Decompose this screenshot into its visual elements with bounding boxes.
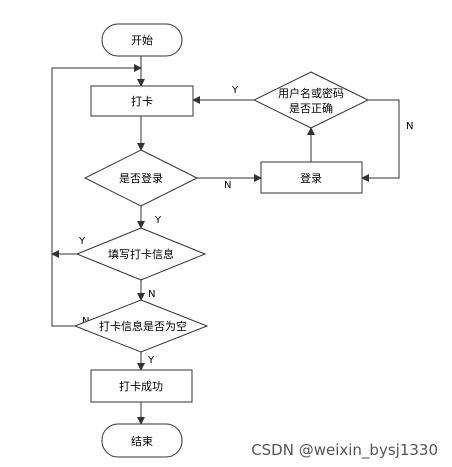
start-terminal: 开始 <box>101 23 183 57</box>
checkin-label: 打卡 <box>131 94 153 108</box>
success-label: 打卡成功 <box>119 379 163 393</box>
info-empty-label: 打卡信息是否为空 <box>99 319 187 333</box>
label-credentials-no: N <box>406 121 413 132</box>
label-credentials-yes: Y <box>231 85 239 96</box>
label-logged-in-no: N <box>224 180 231 191</box>
label-fill-yes: Y <box>78 236 86 247</box>
label-fill-no: N <box>148 289 155 300</box>
success-process: 打卡成功 <box>90 369 193 403</box>
logged-in-label: 是否登录 <box>119 171 163 185</box>
logged-in-decision: 是否登录 <box>83 149 199 207</box>
credentials-label-line2: 是否正确 <box>289 102 333 115</box>
label-empty-yes: Y <box>147 355 155 366</box>
label-logged-in-yes: Y <box>154 215 162 226</box>
credentials-label-line1: 用户名或密码 <box>278 86 344 100</box>
end-terminal: 结束 <box>101 423 183 458</box>
credentials-decision: 用户名或密码 是否正确 <box>252 71 370 129</box>
start-label: 开始 <box>131 33 153 47</box>
info-empty-decision: 打卡信息是否为空 <box>73 299 209 353</box>
fill-info-decision: 填写打卡信息 <box>75 227 207 281</box>
edge-credentials-no-to-login <box>361 99 400 182</box>
edge-empty-yes-loop <box>51 64 142 327</box>
fill-info-label: 填写打卡信息 <box>108 247 174 261</box>
login-process: 登录 <box>260 161 363 194</box>
end-label: 结束 <box>131 435 153 448</box>
checkin-process: 打卡 <box>90 85 194 117</box>
login-label: 登录 <box>300 171 322 185</box>
watermark: CSDN @weixin_bysj1330 <box>251 441 438 459</box>
